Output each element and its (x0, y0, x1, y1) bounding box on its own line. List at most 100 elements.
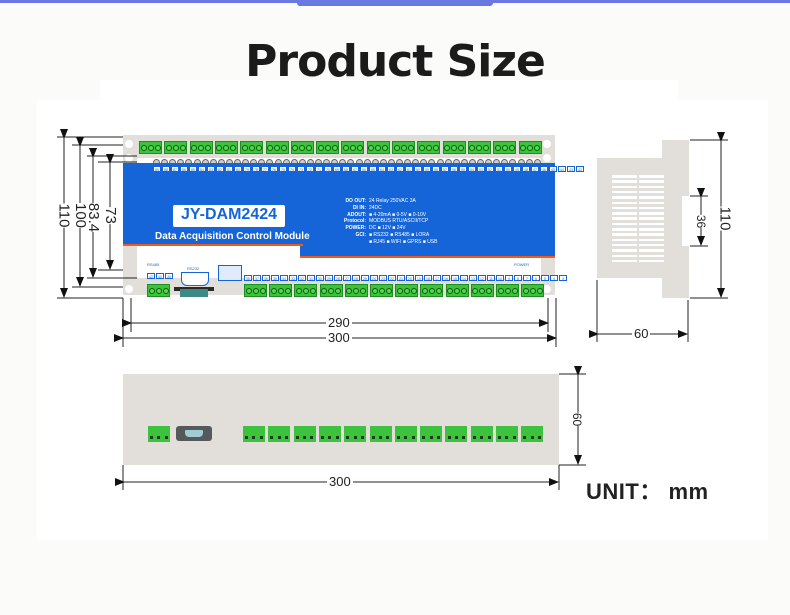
db9-outline (181, 272, 209, 286)
pin: 22 (388, 275, 396, 281)
terminal-block (417, 141, 441, 154)
pin: 86 (180, 166, 188, 172)
terminal-block (518, 141, 542, 154)
pin: 49 (513, 166, 521, 172)
pin: 58 (432, 166, 440, 172)
vent-slot (639, 201, 664, 204)
vent-slot (612, 196, 637, 199)
terminal-block (521, 284, 545, 297)
spec-line: GCI:■ RS232 ■ RS485 ■ LORA (334, 232, 429, 239)
pin: 39 (165, 273, 173, 279)
bottom-terminal (318, 426, 341, 442)
top-accent-tab (297, 0, 493, 6)
spec-label: DI IN: (352, 204, 366, 211)
vent-slot (639, 217, 664, 220)
terminal-block (189, 141, 213, 154)
vent-slot (639, 175, 664, 178)
db9-body (180, 289, 208, 297)
vent-slot (639, 212, 664, 215)
vent-slot (612, 206, 637, 210)
spec-value: ■ RS232 ■ RS485 ■ LORA (369, 232, 430, 238)
pin: 73 (297, 166, 305, 172)
pin: 46 (540, 166, 548, 172)
terminal-block (265, 141, 289, 154)
rj45-port (218, 265, 242, 281)
vent-slot (612, 238, 637, 242)
pin: 12 (478, 275, 486, 281)
pin: 44 (558, 166, 566, 172)
pin: 33 (289, 275, 297, 281)
spec-value: 24 Relay 250VAC 3A (369, 198, 416, 204)
terminal-block (445, 284, 469, 297)
bottom-terminal (420, 426, 443, 442)
dim-label-side-110: 110 (716, 206, 734, 231)
mount-hole (125, 285, 133, 293)
terminal-block (392, 141, 415, 154)
model-badge (173, 205, 285, 227)
vent-slot (639, 222, 664, 226)
rs232-label: RS232 (187, 266, 200, 271)
vent-slot (612, 217, 637, 220)
vent-slot (612, 254, 637, 257)
vent-slot (639, 185, 664, 189)
dim-label-73: 73 (101, 207, 119, 224)
pin: 27 (343, 275, 351, 281)
vent-slot (612, 259, 637, 263)
pin: 70 (324, 166, 332, 172)
pin: 36 (262, 275, 270, 281)
pin: 87 (171, 166, 179, 172)
pin: 17 (433, 275, 441, 281)
terminal-block (240, 141, 264, 154)
terminal-block (420, 284, 444, 297)
pin: 82 (216, 166, 224, 172)
bottom-terminal (344, 426, 367, 442)
pin: 8 (514, 275, 522, 281)
pin: 3 (559, 275, 567, 281)
db9-port (176, 426, 212, 441)
pin: 9 (505, 275, 513, 281)
terminal-block (269, 284, 293, 297)
side-notch (682, 196, 690, 246)
terminal-block (370, 284, 393, 297)
pin: 42 (147, 273, 155, 279)
pin: 18 (424, 275, 432, 281)
pin: 16 (442, 275, 450, 281)
pin: 51 (495, 166, 503, 172)
mount-hole (125, 140, 133, 148)
pin: 42 (576, 166, 584, 172)
spec-label: GCI: (355, 232, 366, 238)
vent-slot (639, 243, 664, 247)
bottom-terminal (521, 426, 544, 442)
vent-slot (639, 233, 664, 236)
vent-slot (612, 190, 637, 194)
pin: 89 (153, 166, 161, 172)
terminal-block (442, 141, 466, 154)
vent-slot (612, 175, 637, 178)
vent-slot (639, 228, 664, 231)
pin: 43 (567, 166, 575, 172)
pin: 37 (253, 275, 261, 281)
vent-slot (612, 222, 637, 226)
terminal-block (316, 141, 340, 154)
pin: 30 (316, 275, 324, 281)
spec-line: DI IN:24DC (334, 205, 382, 212)
bottom-terminal (369, 426, 392, 442)
dim-label-side-60: 60 (632, 326, 651, 341)
mount-hole (543, 140, 551, 148)
blue-label-extension (300, 245, 555, 257)
pin: 60 (414, 166, 422, 172)
spec-label: ADOUT: (347, 211, 366, 218)
dim-label-bottom-300: 300 (327, 474, 353, 489)
pin: 53 (477, 166, 485, 172)
bottom-terminal (268, 426, 291, 442)
spec-label: DO OUT: (345, 198, 366, 204)
pin: 25 (361, 275, 369, 281)
vent-slot (639, 249, 664, 252)
terminal-block (139, 141, 162, 154)
spec-line: Protocol:MODBUS RTU/ASCII/TCP (334, 218, 428, 225)
pin: 56 (450, 166, 458, 172)
vent-slot (639, 254, 664, 257)
pin: 13 (469, 275, 477, 281)
